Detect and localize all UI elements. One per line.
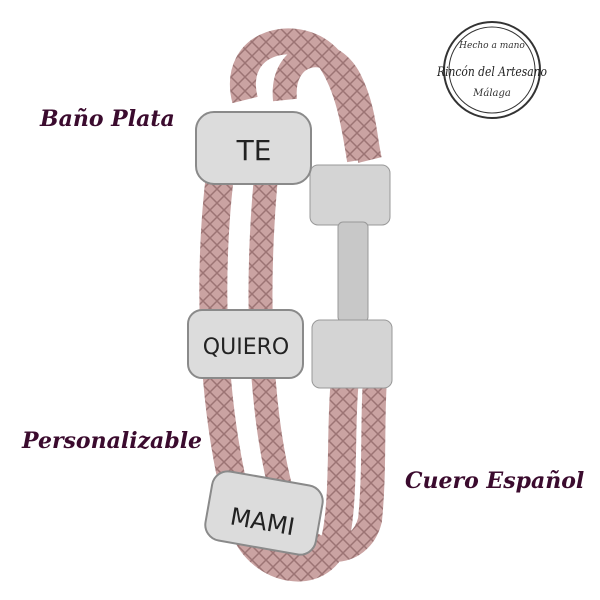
clasp — [309, 164, 393, 389]
charm-te: TE — [195, 111, 312, 185]
charm-text: QUIERO — [203, 335, 289, 360]
plating-label: Baño Plata — [40, 106, 175, 132]
logo-stamp: Hecho a mano Rincón del Artesano Málaga — [436, 21, 547, 119]
charm-mami: MAMI — [204, 470, 324, 556]
svg-text:Málaga: Málaga — [472, 88, 511, 99]
charm-quiero: QUIERO — [187, 309, 304, 379]
charm-text: TE — [236, 134, 272, 167]
svg-text:Hecho a mano: Hecho a mano — [458, 41, 525, 51]
leather-label: Cuero Español — [405, 468, 585, 494]
svg-text:Rincón del Artesano: Rincón del Artesano — [436, 65, 547, 80]
customizable-label: Personalizable — [22, 428, 203, 454]
